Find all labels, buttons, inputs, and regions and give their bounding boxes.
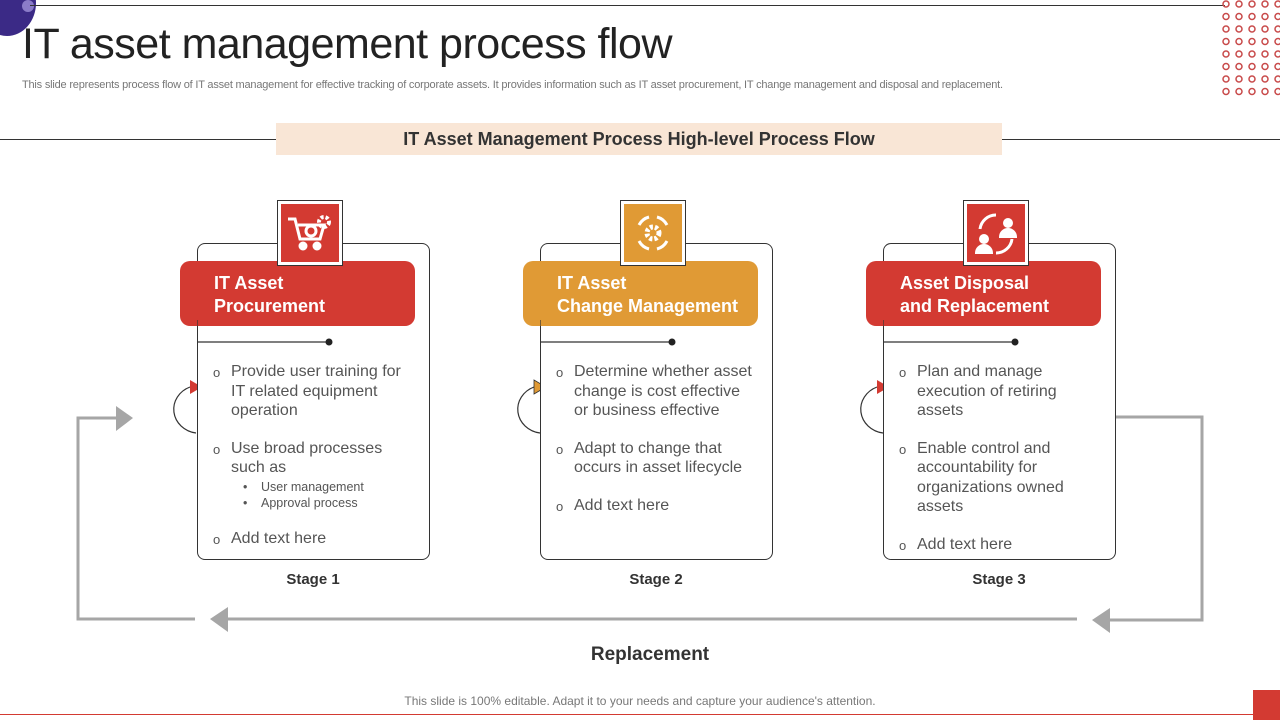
gear-cycle-icon bbox=[620, 200, 686, 266]
top-rule bbox=[30, 5, 1225, 6]
list-item: Add text here bbox=[213, 529, 413, 548]
stage-list-1: Provide user training for IT related equ… bbox=[213, 362, 413, 566]
arrowhead-right bbox=[116, 406, 133, 431]
decor-dot bbox=[22, 0, 34, 12]
stage-label-1: Stage 1 bbox=[286, 571, 340, 588]
list-item: Adapt to change that occurs in asset lif… bbox=[556, 439, 756, 478]
cart-gear-icon bbox=[277, 200, 343, 266]
list-item: Plan and manage execution of retiring as… bbox=[899, 362, 1099, 421]
arrowhead-left bbox=[210, 607, 228, 632]
stage-label-3: Stage 3 bbox=[972, 571, 1026, 588]
left-loop-line bbox=[76, 416, 195, 621]
right-loop-line bbox=[1105, 415, 1204, 622]
stage-label-2: Stage 2 bbox=[629, 571, 683, 588]
replacement-label: Replacement bbox=[590, 644, 710, 665]
bottom-rule bbox=[0, 714, 1280, 715]
page-title: IT asset management process flow bbox=[22, 20, 673, 68]
list-item: Enable control and accountability for or… bbox=[899, 439, 1099, 517]
sub-item: User management bbox=[243, 479, 413, 495]
arrowhead-left bbox=[1092, 608, 1110, 633]
list-item: Add text here bbox=[556, 496, 756, 515]
people-exchange-icon bbox=[963, 200, 1029, 266]
sub-item: Approval process bbox=[243, 495, 413, 511]
flow-banner: IT Asset Management Process High-level P… bbox=[276, 123, 1002, 155]
page-subtitle: This slide represents process flow of IT… bbox=[22, 79, 1003, 91]
footer-note: This slide is 100% editable. Adapt it to… bbox=[404, 694, 876, 708]
stage-list-3: Plan and manage execution of retiring as… bbox=[899, 362, 1099, 572]
corner-block bbox=[1253, 690, 1280, 720]
list-item: Use broad processes such asUser manageme… bbox=[213, 439, 413, 511]
list-item: Add text here bbox=[899, 535, 1099, 554]
list-item: Provide user training for IT related equ… bbox=[213, 362, 413, 421]
list-item: Determine whether asset change is cost e… bbox=[556, 362, 756, 421]
stage-list-2: Determine whether asset change is cost e… bbox=[556, 362, 756, 533]
decor-dot-grid bbox=[1222, 0, 1280, 96]
